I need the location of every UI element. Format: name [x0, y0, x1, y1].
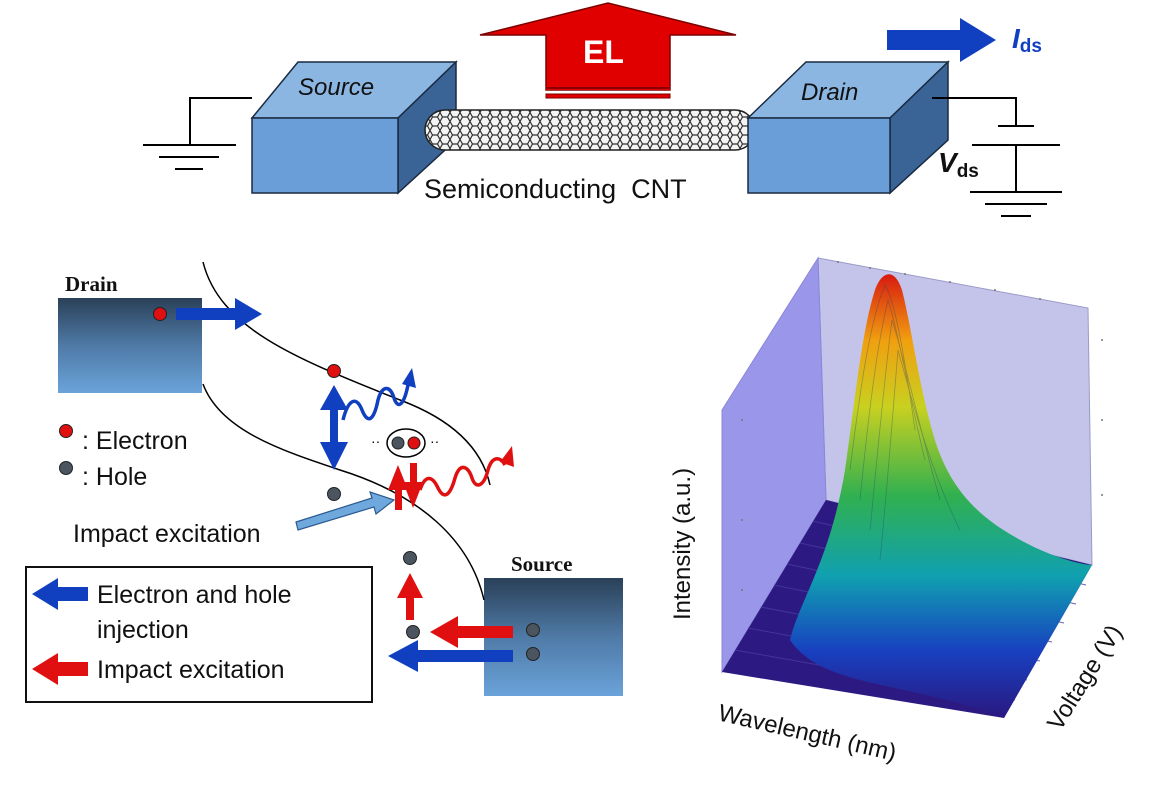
plot-xlabel: Wavelength (nm) [716, 700, 899, 767]
cnt-label: Semiconducting CNT [424, 174, 687, 204]
legend-electron-label: : Electron [82, 427, 188, 455]
photon-wave-red [418, 457, 507, 497]
carbon-nanotube [424, 109, 756, 151]
photon-arrowhead-red [500, 446, 514, 467]
band-source-label: Source [511, 552, 572, 576]
impact-excitation-pointer [295, 491, 396, 531]
injection-left-arrow [388, 640, 513, 672]
legend-impact-label: Impact excitation [97, 656, 285, 684]
hole-dot [526, 623, 540, 637]
el-label: EL [583, 34, 624, 70]
vds-label: Vds [938, 147, 979, 182]
hole-dot [327, 487, 341, 501]
plot-zlabel: Voltage (V) [1042, 620, 1128, 735]
impact-left-arrow [430, 616, 513, 648]
spectrum-3d-plot: Intensity (a.u.) Wavelength (nm) Voltage… [669, 256, 1128, 767]
source-electrode [250, 60, 458, 195]
source-label: Source [298, 74, 374, 101]
legend-electron-dot [59, 424, 73, 438]
hole-dot [391, 436, 405, 450]
exciton-dots-left: ·· [371, 433, 380, 449]
peak-contours [849, 284, 961, 561]
plot-ticks [741, 261, 1103, 591]
drain-electrode [746, 60, 950, 195]
electron-dot [327, 364, 341, 378]
drain-label: Drain [801, 79, 858, 106]
impact-up-arrow [397, 573, 423, 620]
legend-red-arrow [32, 653, 88, 685]
hole-dot [526, 647, 540, 661]
electron-dot [407, 436, 421, 450]
device-schematic: Source Drain Semiconducting CNT EL Ids [143, 2, 1062, 217]
el-emission-arrow [479, 2, 737, 99]
conduction-band-curve [202, 261, 491, 486]
exciton-dots-right: ·· [430, 433, 439, 449]
legend-hole-label: : Hole [82, 463, 147, 491]
legend-injection-line2: injection [97, 616, 189, 644]
recombination-double-arrow [320, 385, 348, 470]
impact-excitation-arrows [388, 463, 423, 510]
plot-ylabel: Intensity (a.u.) [669, 468, 696, 620]
impact-excitation-label: Impact excitation [73, 520, 261, 548]
ids-current-arrow [887, 18, 996, 62]
legend-hole-dot [59, 461, 73, 475]
hole-dot [403, 551, 417, 565]
exciton-ellipse [386, 428, 426, 458]
ground-symbol-left [143, 97, 252, 170]
injection-arrow [176, 298, 262, 330]
arrow-legend: Electron and hole injection Impact excit… [25, 566, 373, 703]
legend-injection-line1: Electron and hole [97, 581, 292, 609]
electron-dot [153, 307, 167, 321]
voltage-source-symbol [932, 97, 1062, 217]
photon-wave-blue [341, 384, 410, 421]
ids-label: Ids [1012, 23, 1042, 57]
legend-blue-arrow [32, 578, 88, 610]
photon-arrowhead-blue [402, 368, 416, 388]
band-drain-label: Drain [65, 272, 118, 296]
valence-band-curve [202, 383, 485, 601]
band-diagram: Drain Source ·· ·· [58, 261, 623, 696]
emission-peak-surface [790, 274, 1092, 718]
hole-dot [406, 625, 420, 639]
